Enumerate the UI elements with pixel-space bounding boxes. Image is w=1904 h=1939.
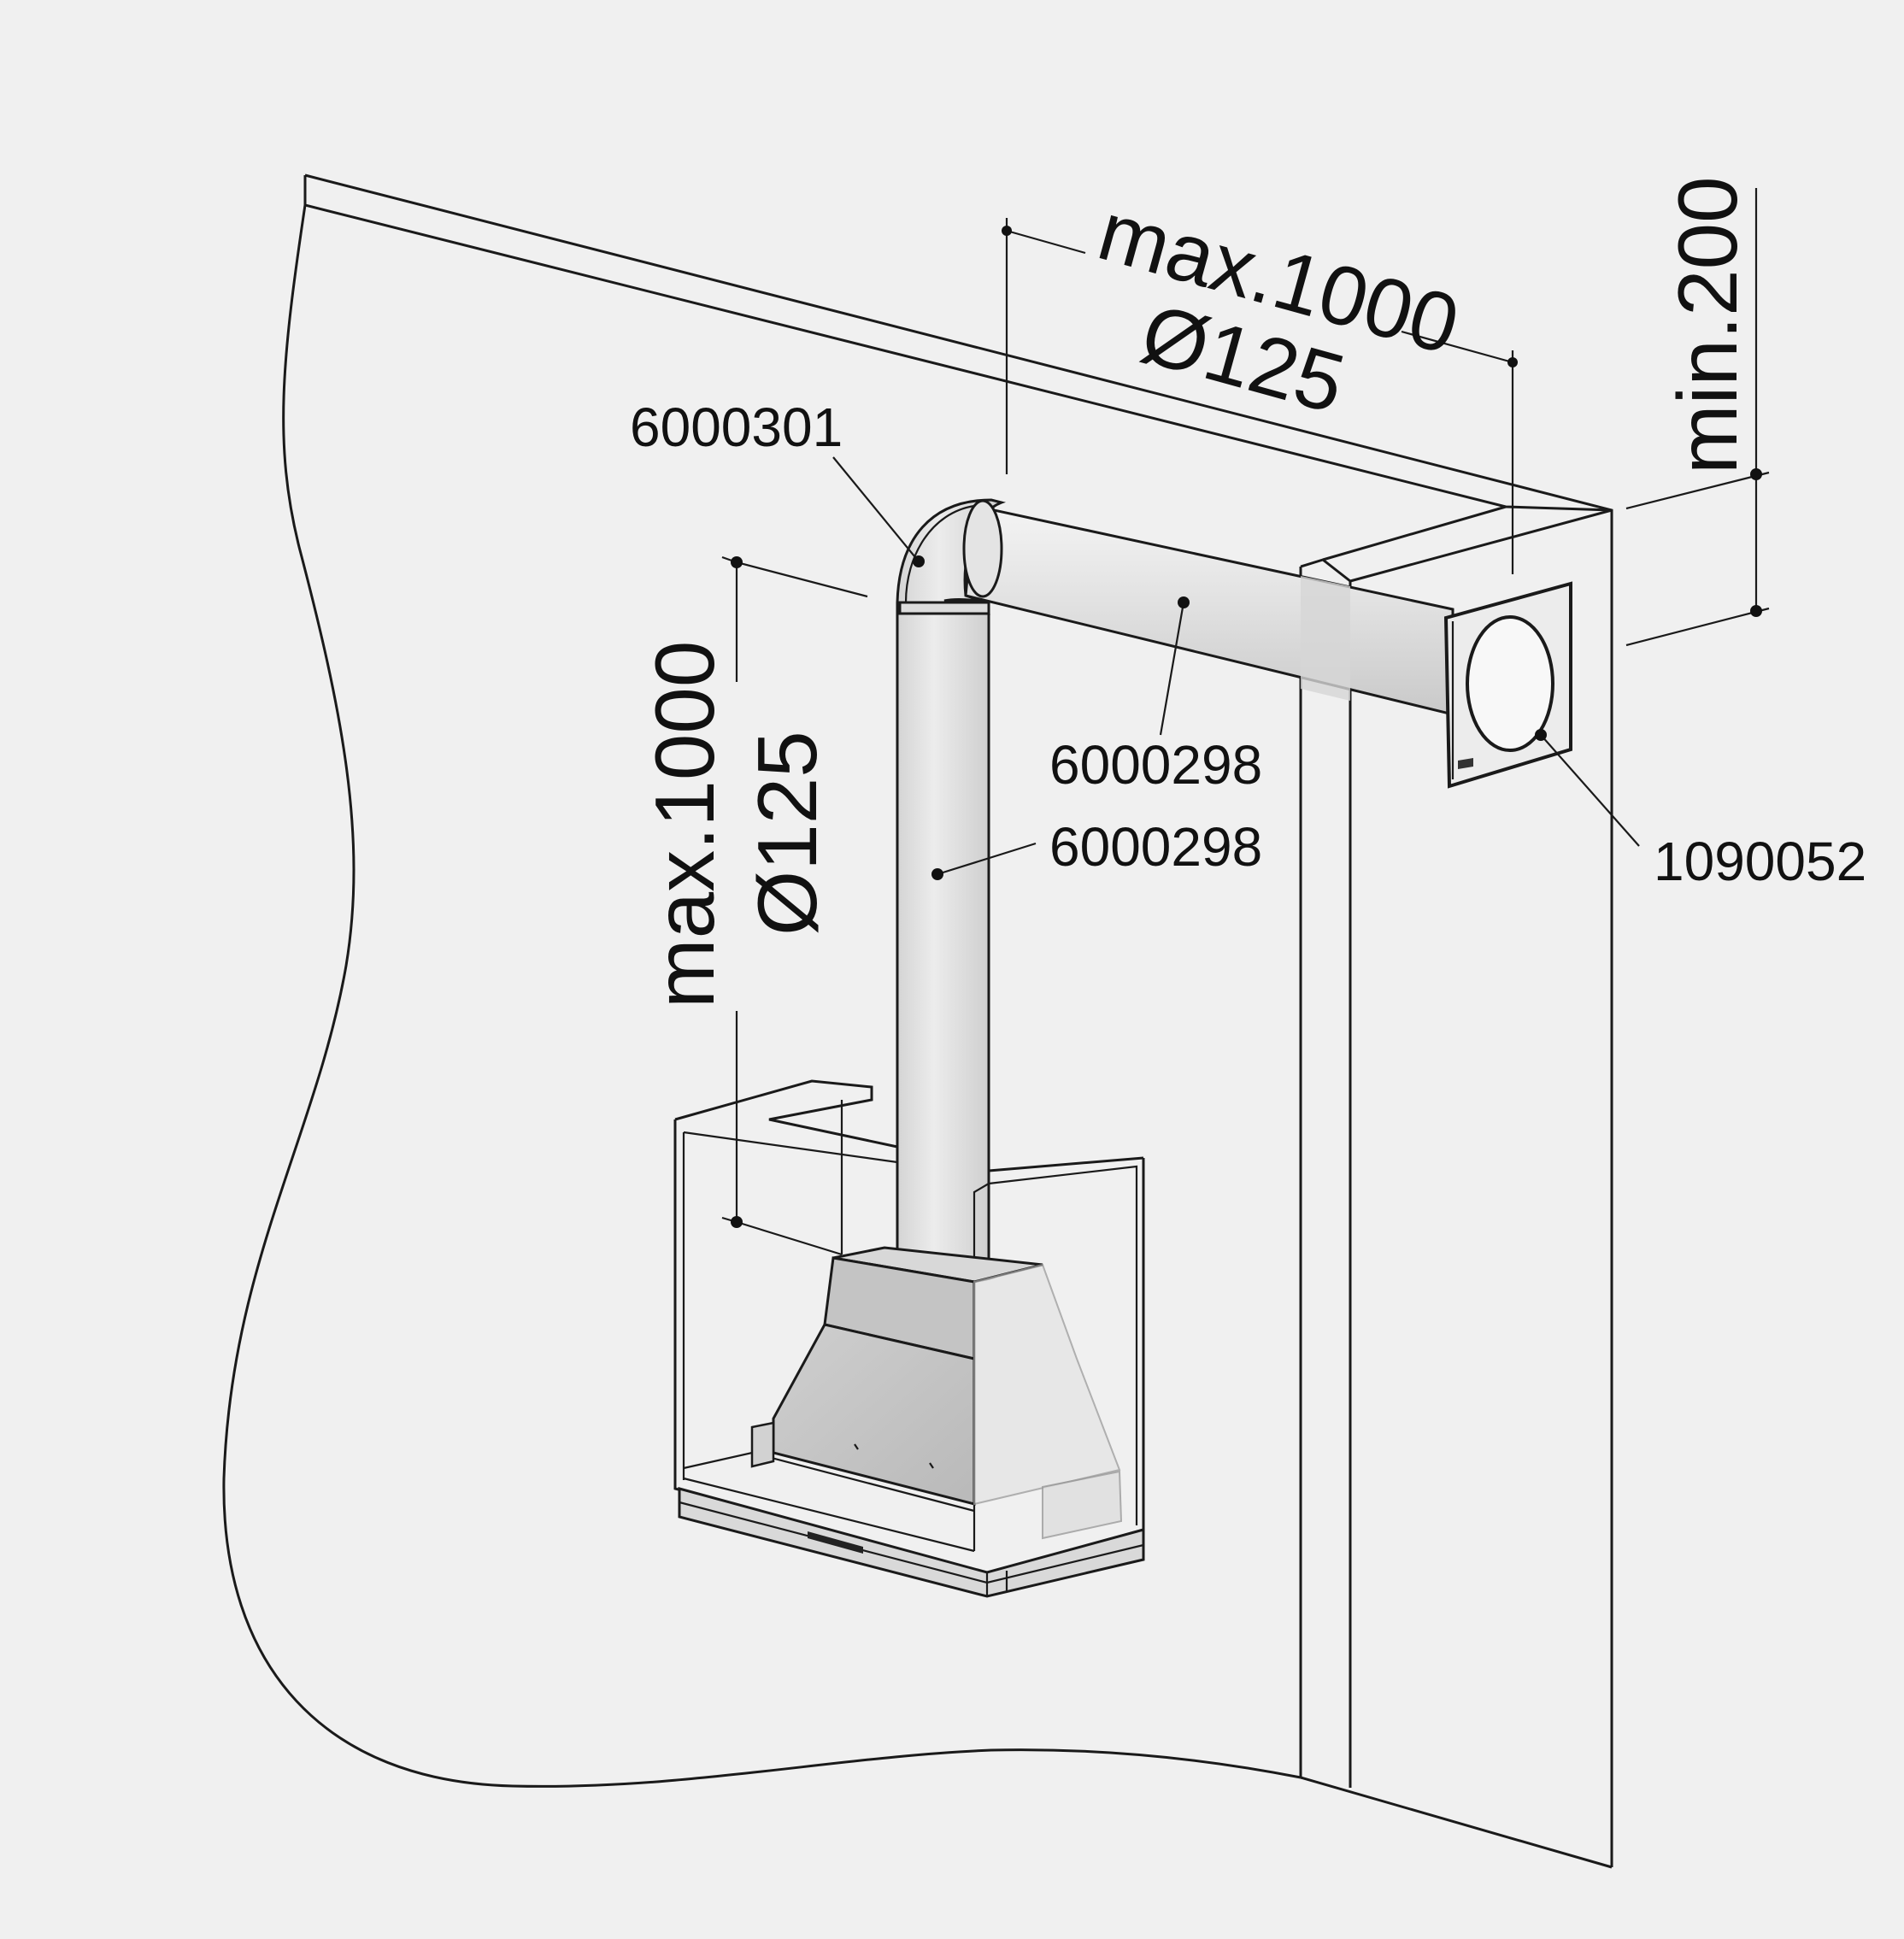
dim-vertical-length: max.1000 xyxy=(638,641,732,1008)
label-pipe-horizontal: 6000298 xyxy=(1049,734,1262,796)
label-pipe-vertical: 6000298 xyxy=(1049,816,1262,878)
wall-corner-column xyxy=(1299,505,1613,1788)
leader-lines xyxy=(832,456,1640,880)
elbow-fitting xyxy=(896,498,1007,627)
vertical-pipe xyxy=(879,612,1006,1285)
dimension-lines xyxy=(721,188,1770,1256)
label-elbow: 6000301 xyxy=(630,397,843,458)
hood-bottom-panel xyxy=(678,1487,1145,1598)
hood-body xyxy=(750,1246,1123,1540)
dim-vertical-diameter: Ø125 xyxy=(740,731,834,936)
horizontal-pipe xyxy=(964,504,1454,716)
wall-grille xyxy=(1443,581,1572,789)
dim-wall-offset: min.200 xyxy=(1660,176,1754,474)
label-wall-grille: 1090052 xyxy=(1654,831,1866,892)
